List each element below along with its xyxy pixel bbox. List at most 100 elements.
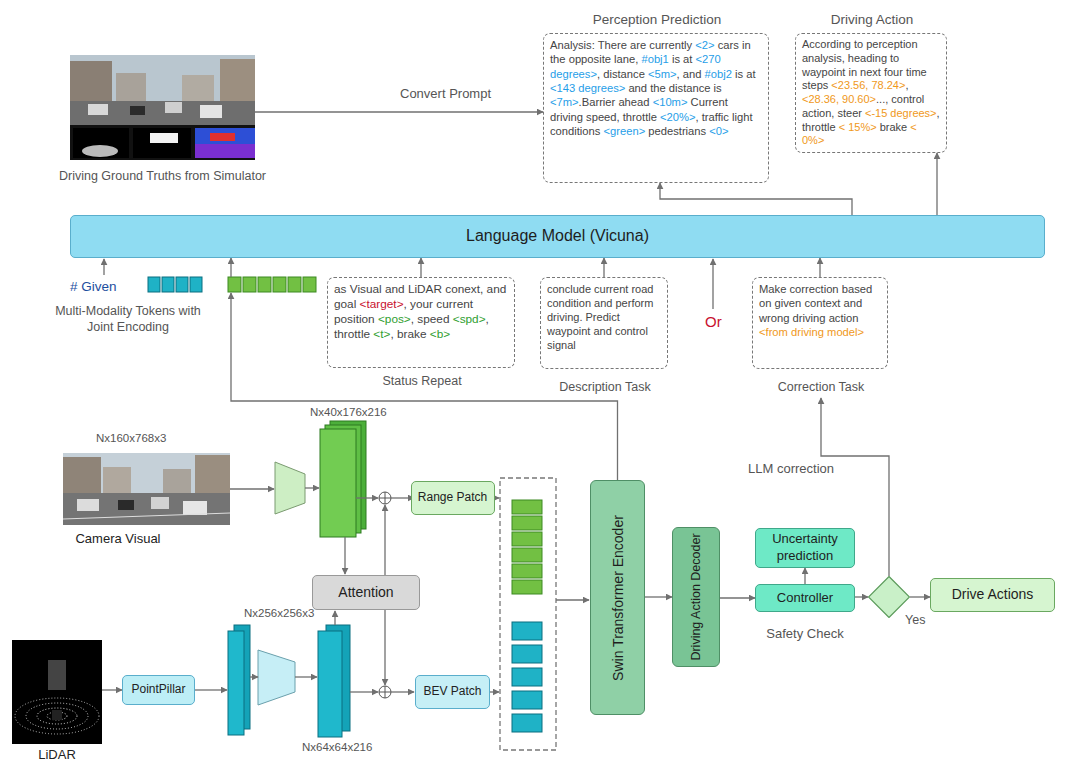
text-run: is at [669, 53, 696, 65]
text-run: , and [677, 68, 705, 80]
correction-task-box: Make correction based on given context a… [752, 277, 888, 369]
flow-arrow [556, 599, 589, 600]
token-strip [288, 277, 301, 292]
flow-arrow [350, 691, 378, 692]
attention-box: Attention [312, 575, 420, 610]
box-caption: Correction Task [743, 379, 899, 395]
token-strip [148, 277, 316, 292]
flow-arrow [334, 611, 335, 625]
text-run: Analysis: There are currently [550, 39, 695, 51]
flow-arrow [195, 488, 589, 692]
token-container [512, 516, 542, 530]
connector-arrow [855, 596, 868, 597]
text-run: <2> [695, 39, 714, 51]
simulator-screenshot [70, 125, 255, 160]
text-run: pedestrians [645, 125, 709, 137]
box-caption: Driving Action [786, 11, 958, 28]
token-container [512, 668, 542, 686]
box-text: conclude current road condition and perf… [547, 282, 661, 352]
text-run: <spd> [453, 312, 486, 326]
simulator-screenshot [70, 55, 255, 125]
box-text: Driving Action Decoder [689, 533, 703, 661]
camera-image: Camera Visual [63, 453, 230, 525]
token-strip [273, 277, 286, 292]
box-caption: Safety Check [755, 626, 855, 643]
flow-arrow [305, 487, 319, 488]
text-run: <28.36, 90.60> [802, 93, 876, 105]
box-text: Swin Transformer Encoder [609, 486, 625, 709]
box-caption: Driving Ground Truths from Simulator [55, 168, 270, 184]
token-container [512, 500, 542, 514]
text-run: is at [732, 68, 756, 80]
lidar-encoder [258, 650, 295, 705]
text-run: #obj2 [705, 68, 732, 80]
tensor-shape: Nx256x256x3 [244, 607, 314, 621]
text-run: , [905, 79, 908, 91]
simulator-screenshot [73, 128, 129, 158]
box-caption: Camera Visual [58, 531, 178, 548]
token-container [512, 532, 542, 546]
lidar-image [12, 640, 102, 744]
simulator-screenshot [133, 128, 191, 158]
box-text: Range Patch [418, 490, 487, 505]
given-marker: # Given [70, 279, 117, 295]
simulator-image: Driving Ground Truths from Simulator [70, 55, 255, 160]
box-caption: Status Repeat [328, 373, 516, 389]
camera-image [151, 497, 169, 509]
token-container [512, 622, 542, 640]
lidar-encoder [258, 650, 295, 705]
token-strip: Multi-Modality Tokens with Joint Encodin… [148, 277, 318, 293]
text-run: < 15%> [839, 121, 877, 133]
flow-arrow [384, 505, 385, 575]
simulator-screenshot [88, 104, 108, 115]
diamond-outline [868, 576, 910, 618]
connector-arrow [910, 596, 930, 597]
add-symbol [379, 492, 391, 504]
flow-arrow [344, 537, 345, 574]
connector-label: Convert Prompt [400, 86, 491, 102]
text-run: , distance [597, 68, 648, 80]
token-container [500, 478, 556, 750]
lidar-image [12, 640, 102, 744]
lidar-image [52, 710, 62, 720]
camera-image [77, 499, 99, 511]
add-symbol [385, 686, 386, 698]
box-text: Uncertainty prediction [760, 531, 850, 564]
text-run: <5m> [648, 68, 677, 80]
simulator-screenshot [82, 145, 118, 157]
text-run: <green> [604, 125, 646, 137]
token-container [512, 548, 542, 562]
token-container [512, 714, 542, 732]
token-container [512, 691, 542, 709]
token-strip [176, 277, 188, 292]
box-caption: LiDAR [2, 747, 112, 764]
range-patch-box: Range Patch [411, 481, 495, 515]
text-run: <t> [373, 327, 390, 341]
lidar-pillar-map [228, 625, 250, 735]
camera-feature-map [320, 429, 356, 537]
box-caption: Multi-Modality Tokens with Joint Encodin… [53, 303, 203, 335]
text-run: Make correction based on given context a… [759, 283, 872, 324]
connector-arrow [720, 597, 755, 598]
camera-image [183, 501, 207, 515]
driving-action-box: Driving ActionAccording to perception an… [795, 33, 947, 153]
connector-arrow [660, 183, 852, 215]
simulator-screenshot [150, 133, 178, 143]
uncertainty-box: Uncertainty prediction [755, 528, 855, 568]
lidar-pillar-map [228, 631, 244, 735]
tensor-shape: Nx160x768x3 [96, 432, 166, 446]
token-strip [148, 277, 160, 292]
text-run: , speed [411, 312, 453, 326]
token-container [512, 564, 542, 578]
text-run: brake [877, 121, 911, 133]
tensor-shape: Nx40x176x216 [310, 406, 387, 420]
box-text: Controller [777, 590, 833, 607]
drive-actions-box: Drive Actions [930, 578, 1055, 612]
tensor-shape: Nx64x64x216 [302, 741, 372, 755]
text-run: <b> [430, 327, 450, 341]
token-container [512, 580, 542, 594]
lidar-image [15, 698, 99, 734]
language-model-bar: Language Model (Vicuna) [70, 215, 1045, 258]
simulator-screenshot [195, 144, 255, 158]
box-text: as Visual and LiDAR conext, and goal <ta… [334, 282, 508, 342]
